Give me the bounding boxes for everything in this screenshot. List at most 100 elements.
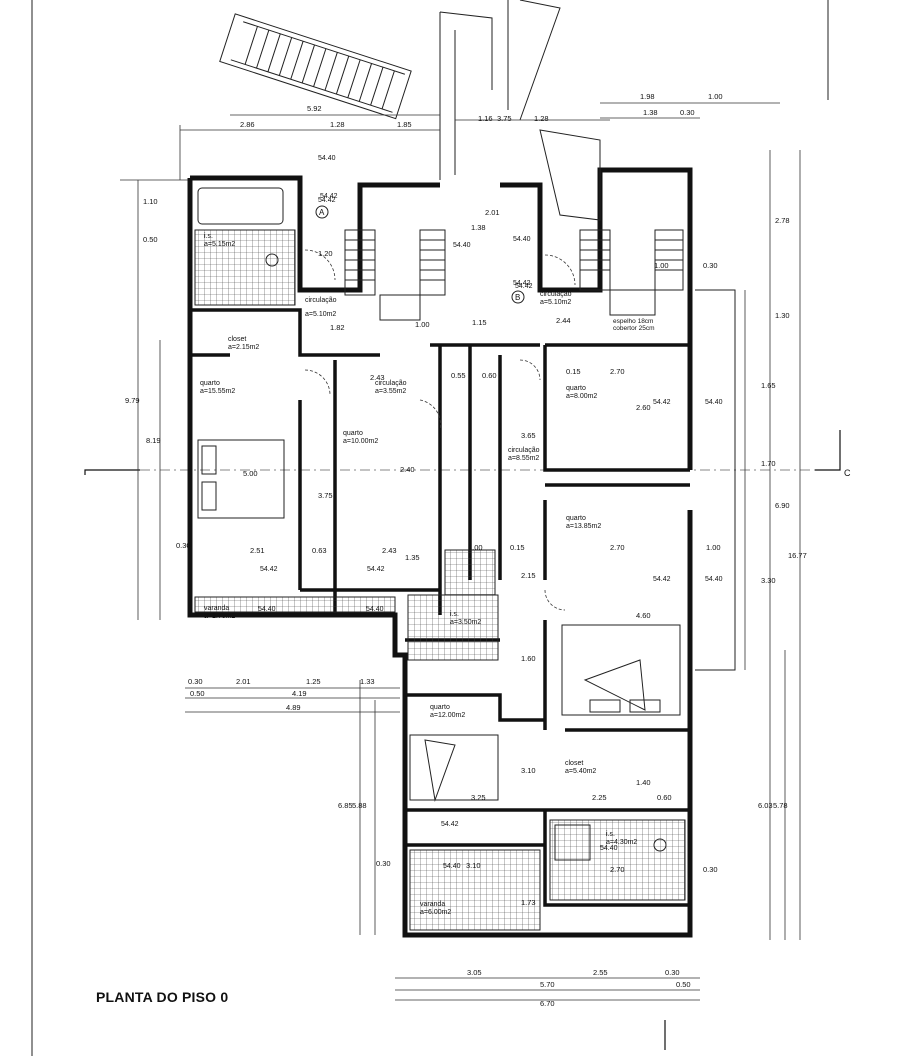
dim-text: 0.30 <box>376 859 391 868</box>
dim-text: 1.35 <box>405 553 420 562</box>
mark-a-circle <box>315 205 329 219</box>
dim-text: 2.60 <box>636 403 651 412</box>
bed-a-icon <box>197 439 285 519</box>
room-varanda-b-area: a=6.00m2 <box>420 909 451 916</box>
dim-text: 0.15 <box>510 543 525 552</box>
level-label: 54.40 <box>600 845 618 852</box>
room-quarto-d-name: quarto <box>566 515 586 522</box>
dim-text: 2.01 <box>236 677 251 686</box>
wc-a-tiles <box>194 229 296 306</box>
dim-text: 3.25 <box>471 793 486 802</box>
dim-text: 6.90 <box>775 501 790 510</box>
dim-text: 0.50 <box>143 235 158 244</box>
room-varanda-a-name: varanda <box>204 605 229 612</box>
level-label: 54.40 <box>366 606 384 613</box>
room-circ-b-name: circulação <box>375 380 407 387</box>
room-quarto-e-area: a=12.00m2 <box>430 712 465 719</box>
room-wc-c-name: i.s. <box>606 831 615 838</box>
dim-text: 0.30 <box>176 541 191 550</box>
room-varanda-b-name: varanda <box>420 901 445 908</box>
room-wc-a-name: i.s. <box>204 233 213 240</box>
dim-text: 1.73 <box>521 898 536 907</box>
toilet-c-icon <box>653 838 667 852</box>
dim-text: 2.86 <box>240 120 255 129</box>
dim-text: 9.79 <box>125 396 140 405</box>
dim-text: 5.70 <box>540 980 555 989</box>
varanda-b-tiles <box>409 849 541 931</box>
level-label: 54.42 <box>653 399 671 406</box>
dim-text: 6.03 <box>758 801 773 810</box>
dim-text: 3.10 <box>521 766 536 775</box>
dim-text: 0.63 <box>312 546 327 555</box>
room-varanda-a-area: a=1.75m2 <box>204 613 235 620</box>
dim-text: 2.78 <box>775 216 790 225</box>
note-espelho: espelho 18cm <box>613 318 653 325</box>
dim-text: 4.89 <box>286 703 301 712</box>
dimension-lines-top <box>120 102 780 181</box>
dim-text: 1.00 <box>706 543 721 552</box>
level-label: 54.42 <box>515 283 533 290</box>
level-label: 54.40 <box>258 606 276 613</box>
dim-text: 2.70 <box>610 543 625 552</box>
dim-text: 2.43 <box>370 373 385 382</box>
level-label: 54.42 <box>513 280 531 287</box>
level-label: 54.42 <box>318 197 336 204</box>
dim-text: 1.82 <box>330 323 345 332</box>
dim-text: 4.19 <box>292 689 307 698</box>
dim-text: 1.30 <box>775 311 790 320</box>
room-quarto-a-name: quarto <box>200 380 220 387</box>
room-circ-d-area: a=5.10m2 <box>540 299 571 306</box>
level-label: 54.42 <box>441 821 459 828</box>
room-wc-c-area: a=4.30m2 <box>606 839 637 846</box>
dim-text: 0.50 <box>676 980 691 989</box>
room-quarto-e-name: quarto <box>430 704 450 711</box>
dim-text: 4.60 <box>636 611 651 620</box>
dim-text: 2.25 <box>592 793 607 802</box>
dim-text: 0.15 <box>566 367 581 376</box>
dim-text: 3.75 <box>497 114 512 123</box>
wc-b-tiles <box>407 594 499 661</box>
room-closet-a-area: a=2.15m2 <box>228 344 259 351</box>
dim-text: 0.30 <box>703 865 718 874</box>
mark-a: A <box>319 208 325 217</box>
toilet-a-icon <box>265 253 279 267</box>
dim-text: 3.30 <box>761 576 776 585</box>
dim-text: 1.38 <box>471 223 486 232</box>
dim-text: 1.28 <box>330 120 345 129</box>
dim-text: 3.05 <box>467 968 482 977</box>
dim-text: 1.00 <box>708 92 723 101</box>
dim-text: 16.77 <box>788 551 807 560</box>
level-label: 54.40 <box>318 155 336 162</box>
varanda-a-tiles <box>194 596 396 613</box>
dim-text: 1.00 <box>468 543 483 552</box>
dim-text: 3.10 <box>466 861 481 870</box>
room-circ-a-name: circulação <box>305 297 337 304</box>
dimension-lines-vertical <box>137 150 801 940</box>
level-label: 54.40 <box>443 863 461 870</box>
room-quarto-d-area: a=13.85m2 <box>566 523 601 530</box>
dim-text: 3.75 <box>318 491 333 500</box>
building-walls <box>187 167 736 938</box>
dim-text: 8.19 <box>146 436 161 445</box>
kitchen-tiles <box>444 549 496 596</box>
dim-text: 0.60 <box>482 371 497 380</box>
dim-text: 1.20 <box>318 249 333 258</box>
dim-text: 0.30 <box>665 968 680 977</box>
dim-text: 1.85 <box>397 120 412 129</box>
dim-text: 5.78 <box>773 801 788 810</box>
dim-text: 2.15 <box>521 571 536 580</box>
door-swings <box>304 249 576 611</box>
mark-b: B <box>515 293 520 302</box>
note-cobertor: cobertor 25cm <box>613 325 655 332</box>
level-label: 54.42 <box>260 566 278 573</box>
dim-text: 1.98 <box>640 92 655 101</box>
dim-text: 1.00 <box>654 261 669 270</box>
dim-text: 1.10 <box>143 197 158 206</box>
level-label: 54.42 <box>320 193 338 200</box>
room-quarto-c-area: a=8.00m2 <box>566 393 597 400</box>
room-wc-b-name: i.s. <box>450 611 459 618</box>
room-circ-d-name: circulação <box>540 291 572 298</box>
dim-text: 0.55 <box>451 371 466 380</box>
room-quarto-c-name: quarto <box>566 385 586 392</box>
